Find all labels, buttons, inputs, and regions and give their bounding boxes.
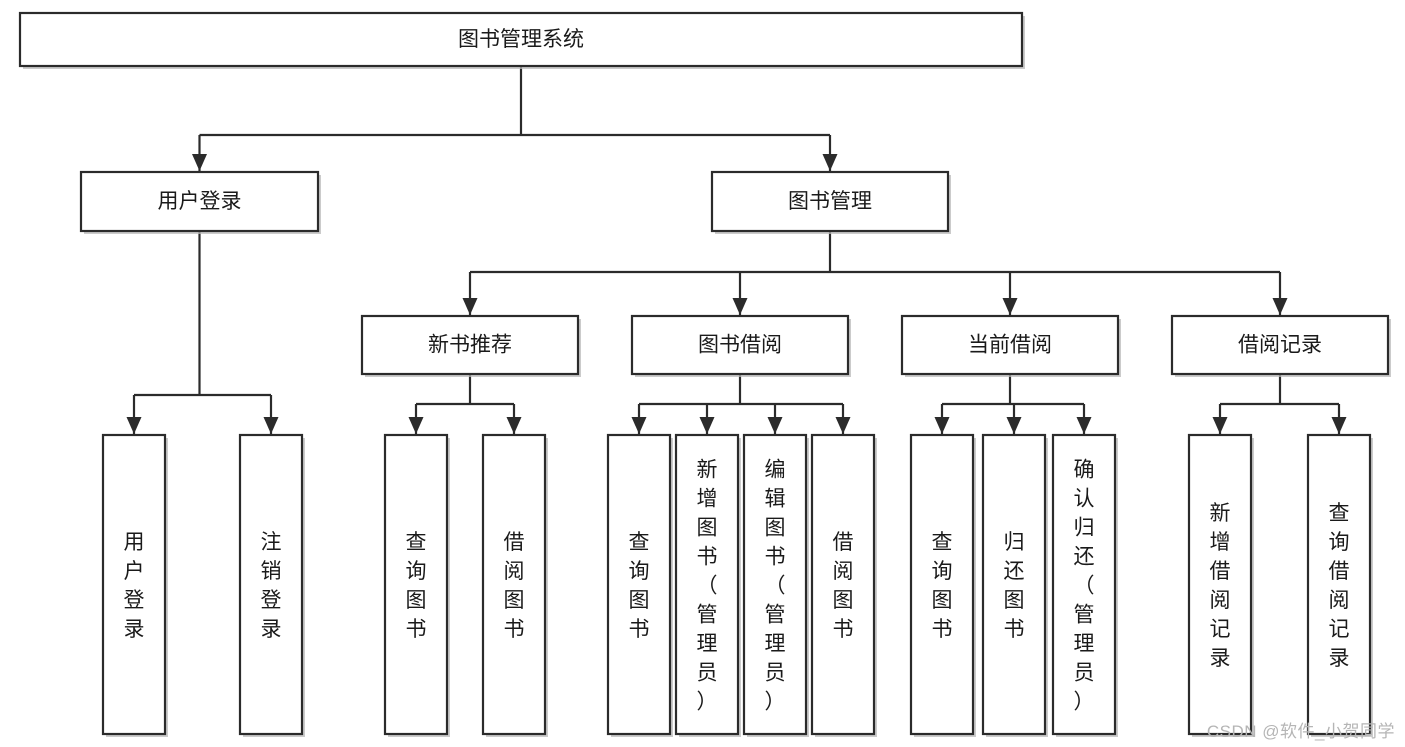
node-rect[interactable] [1306, 433, 1372, 736]
node-l-edit-book[interactable]: 编辑图书（管理员） [742, 433, 809, 737]
node-rect[interactable] [981, 433, 1047, 736]
node-l-query-record[interactable]: 查询借阅记录 [1306, 433, 1373, 737]
node-root[interactable]: 图书管理系统 [18, 11, 1025, 69]
node-rect[interactable] [630, 314, 850, 376]
edge-group-n_current_borrow [934, 374, 1092, 434]
node-n-book-manage[interactable]: 图书管理 [710, 170, 951, 234]
arrow-head-icon [263, 417, 279, 434]
arrow-head-icon [408, 417, 424, 434]
node-l-query-book-3[interactable]: 查询图书 [909, 433, 976, 737]
node-label: 查询借阅记录 [1329, 502, 1350, 670]
node-rect[interactable] [1051, 433, 1117, 736]
node-label: 图书管理系统 [458, 28, 584, 51]
arrow-head-icon [1076, 417, 1092, 434]
node-rect[interactable] [79, 170, 320, 233]
node-n-borrow-record[interactable]: 借阅记录 [1170, 314, 1391, 377]
edge-group-n_new_book_rec [408, 374, 522, 434]
node-label: 借阅记录 [1238, 334, 1322, 357]
node-l-return-book[interactable]: 归还图书 [981, 433, 1048, 737]
node-rect[interactable] [710, 170, 950, 233]
node-rect[interactable] [810, 433, 876, 736]
edge-group-n_borrow_record [1212, 374, 1347, 434]
node-label: 查询图书 [932, 531, 953, 641]
node-label: 查询图书 [629, 531, 650, 641]
arrow-head-icon [934, 417, 950, 434]
node-rect[interactable] [360, 314, 580, 376]
node-l-add-record[interactable]: 新增借阅记录 [1187, 433, 1254, 737]
node-label: 确认归还（管理员） [1074, 459, 1095, 714]
edge-group-n_book_borrow [631, 374, 851, 434]
node-rect[interactable] [909, 433, 975, 736]
node-rect[interactable] [674, 433, 740, 736]
csdn-watermark: CSDN @软件_小贺同学 [1206, 722, 1395, 741]
edge-group-n_user_login [126, 231, 279, 434]
node-label: 用户登录 [124, 531, 145, 641]
node-rect[interactable] [238, 433, 304, 736]
arrow-head-icon [767, 417, 783, 434]
node-rect[interactable] [900, 314, 1120, 376]
arrow-head-icon [462, 298, 478, 315]
node-l-query-book-2[interactable]: 查询图书 [606, 433, 673, 737]
node-label: 图书管理 [788, 190, 872, 213]
node-label: 借阅图书 [833, 531, 854, 641]
node-rect[interactable] [101, 433, 167, 736]
node-label: 查询图书 [406, 531, 427, 641]
arrow-head-icon [835, 417, 851, 434]
node-label: 图书借阅 [698, 334, 782, 357]
node-l-borrow-book-2[interactable]: 借阅图书 [810, 433, 877, 737]
nodes-layer: 图书管理系统用户登录图书管理新书推荐图书借阅当前借阅借阅记录用户登录注销登录查询… [18, 11, 1391, 737]
node-l-confirm-return[interactable]: 确认归还（管理员） [1051, 433, 1118, 737]
node-l-user-logout[interactable]: 注销登录 [238, 433, 305, 737]
node-n-current-borrow[interactable]: 当前借阅 [900, 314, 1121, 377]
node-label: 新增图书（管理员） [697, 459, 718, 714]
node-l-query-book-1[interactable]: 查询图书 [383, 433, 450, 737]
node-rect[interactable] [1170, 314, 1390, 376]
node-label: 借阅图书 [504, 531, 525, 641]
arrow-head-icon [1002, 298, 1018, 315]
node-rect[interactable] [1187, 433, 1253, 736]
arrow-head-icon [1331, 417, 1347, 434]
node-rect[interactable] [742, 433, 808, 736]
node-label: 新书推荐 [428, 334, 512, 357]
node-rect[interactable] [18, 11, 1024, 68]
node-l-add-book[interactable]: 新增图书（管理员） [674, 433, 741, 737]
edge-group-n_book_manage [462, 231, 1288, 315]
arrow-head-icon [126, 417, 142, 434]
node-label: 注销登录 [261, 531, 282, 641]
node-rect[interactable] [383, 433, 449, 736]
arrow-head-icon [631, 417, 647, 434]
arrow-head-icon [192, 154, 207, 171]
node-rect[interactable] [606, 433, 672, 736]
node-label: 用户登录 [158, 190, 242, 213]
node-rect[interactable] [481, 433, 547, 736]
arrow-head-icon [1272, 298, 1288, 315]
node-label: 当前借阅 [968, 334, 1052, 357]
edge-group-root [192, 66, 838, 171]
arrow-head-icon [822, 154, 838, 171]
node-n-new-book-rec[interactable]: 新书推荐 [360, 314, 581, 377]
edges-layer [126, 66, 1347, 434]
arrow-head-icon [1212, 417, 1228, 434]
node-n-book-borrow[interactable]: 图书借阅 [630, 314, 851, 377]
arrow-head-icon [699, 417, 715, 434]
node-n-user-login[interactable]: 用户登录 [79, 170, 321, 234]
node-l-user-login[interactable]: 用户登录 [101, 433, 168, 737]
arrow-head-icon [1006, 417, 1022, 434]
node-label: 归还图书 [1004, 531, 1025, 641]
node-label: 编辑图书（管理员） [765, 459, 786, 714]
arrow-head-icon [732, 298, 748, 315]
node-label: 新增借阅记录 [1210, 502, 1231, 670]
arrow-head-icon [506, 417, 522, 434]
node-l-borrow-book-1[interactable]: 借阅图书 [481, 433, 548, 737]
